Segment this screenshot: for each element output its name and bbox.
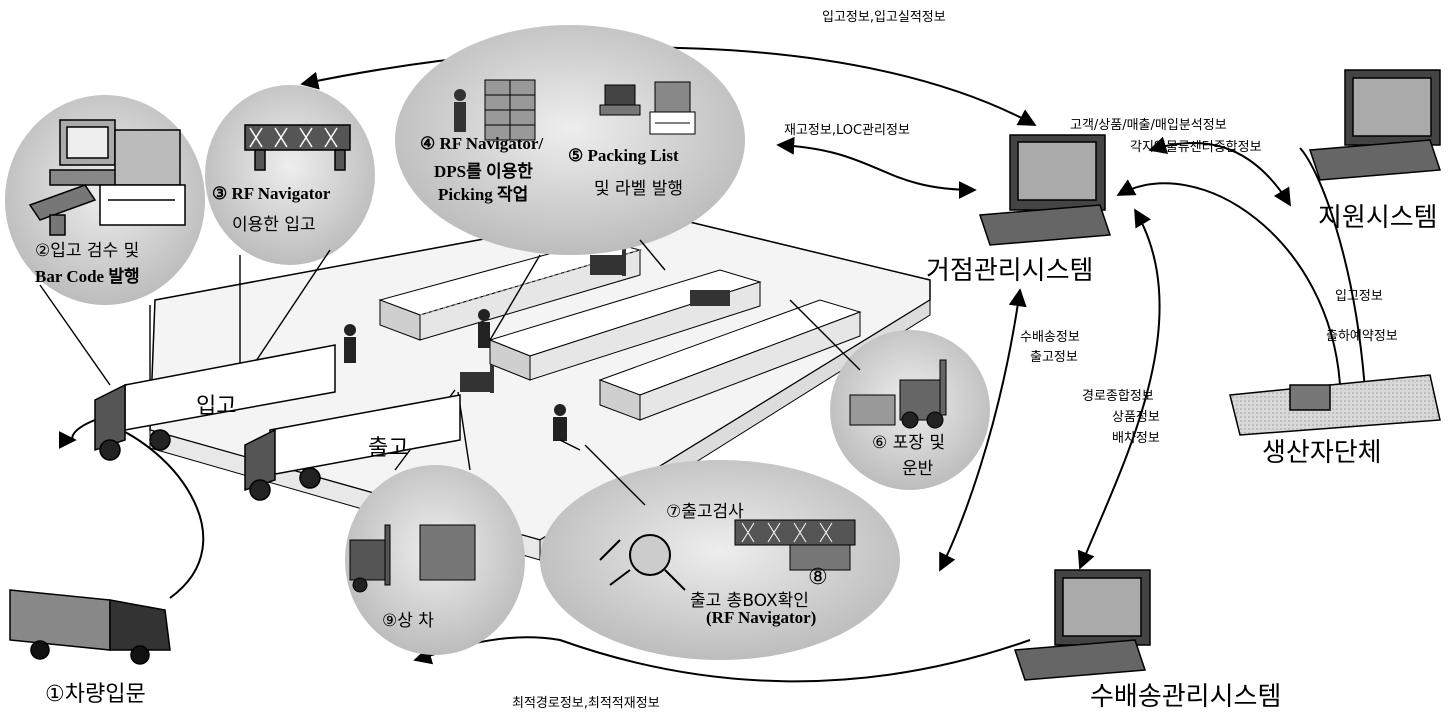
step-8-number: ⑧	[808, 565, 828, 590]
barcode-scanner-icon	[28, 184, 97, 236]
bubble-step78	[540, 460, 900, 660]
computer-terminal-icon	[49, 119, 126, 186]
flow-label-dispatch-2: 출고정보	[1030, 350, 1078, 365]
system-support: 지원시스템	[1318, 203, 1438, 233]
flow-label-optimal: 최적경로정보,최적적재정보	[512, 696, 660, 711]
worker-icon	[454, 89, 466, 132]
step-4-label-2: DPS를 이용한	[434, 162, 533, 181]
flow-label-route-3: 배차정보	[1112, 431, 1160, 446]
flow-arrow-top	[300, 46, 1037, 126]
factory-icon	[1229, 374, 1441, 436]
flow-arrow-inventory	[776, 136, 977, 199]
step-5-label-1: ⑤ Packing List	[568, 146, 679, 165]
step-1-label: ①차량입문	[45, 682, 146, 707]
label-printer-icon	[649, 81, 696, 135]
step-7-label: ⑦출고검사	[666, 502, 744, 522]
computer-terminal-icon	[1013, 569, 1151, 681]
computer-terminal-icon	[599, 84, 641, 116]
magnifier-icon	[599, 534, 686, 591]
truck-label-outbound: 출고	[368, 436, 409, 461]
step-5-label-2: 및 라벨 발행	[594, 179, 684, 199]
rack-shelf-icon	[734, 519, 856, 571]
rack-shelf-icon	[244, 124, 351, 171]
flow-arrow-entry	[58, 418, 205, 599]
flow-label-inbound-top: 입고정보,입고실적정보	[822, 10, 946, 25]
system-producer: 생산자단체	[1262, 438, 1382, 468]
delivery-truck-icon	[244, 394, 461, 501]
step-9-label: ⑨상 차	[382, 611, 434, 631]
step-3-label-2: 이용한 입고	[232, 215, 316, 235]
flow-arrow-producer	[1116, 179, 1341, 386]
forklift-icon	[460, 248, 730, 393]
bubble-step3	[205, 85, 375, 265]
flow-label-analysis-1: 고객/상품/매출/매입분석정보	[1070, 118, 1227, 133]
forklift-icon	[849, 359, 947, 429]
flow-arrow-route	[1077, 208, 1161, 570]
flow-label-route-2: 상품정보	[1112, 410, 1160, 425]
flow-arrow-support	[1148, 136, 1291, 207]
flow-label-analysis-2: 각지역물류센터종합정보	[1130, 140, 1262, 155]
flow-arrow-producer-right	[1299, 147, 1366, 391]
computer-terminal-icon	[978, 134, 1112, 246]
step-6-label-2: 운반	[902, 459, 934, 479]
step-8-label-1: 출고 총BOX확인	[690, 591, 809, 611]
delivery-truck-icon	[94, 344, 336, 461]
step-4-label-1: ④ RF Navigator/	[420, 134, 544, 153]
flow-label-producer-ship: 출하예약정보	[1326, 329, 1398, 344]
flow-label-producer-in: 입고정보	[1335, 289, 1383, 304]
system-hub: 거점관리시스템	[926, 256, 1094, 286]
label-printer-icon	[99, 129, 186, 226]
flow-arrow-dispatch	[939, 288, 1027, 572]
flow-label-dispatch-1: 수배송정보	[1020, 330, 1080, 345]
step-4-label-3: Picking 작업	[438, 185, 529, 204]
flow-label-route-1: 경로종합정보	[1082, 389, 1154, 404]
computer-terminal-icon	[1308, 69, 1442, 181]
step-2-label-1: ②입고 검수 및	[35, 241, 140, 261]
step-2-label-2: Bar Code 발행	[35, 267, 140, 286]
system-transport: 수배송관리시스템	[1090, 682, 1282, 712]
worker-icon	[344, 309, 567, 441]
delivery-truck-icon	[9, 589, 171, 665]
step-3-label-1: ③ RF Navigator	[212, 184, 331, 203]
flow-label-inventory: 재고정보,LOC관리정보	[784, 123, 910, 138]
step-8-label-2: (RF Navigator)	[706, 608, 817, 627]
step-6-label-1: ⑥ 포장 및	[872, 433, 945, 453]
rack-shelf-icon	[484, 79, 536, 141]
forklift-icon	[349, 524, 476, 593]
truck-label-inbound: 입고	[196, 394, 237, 419]
